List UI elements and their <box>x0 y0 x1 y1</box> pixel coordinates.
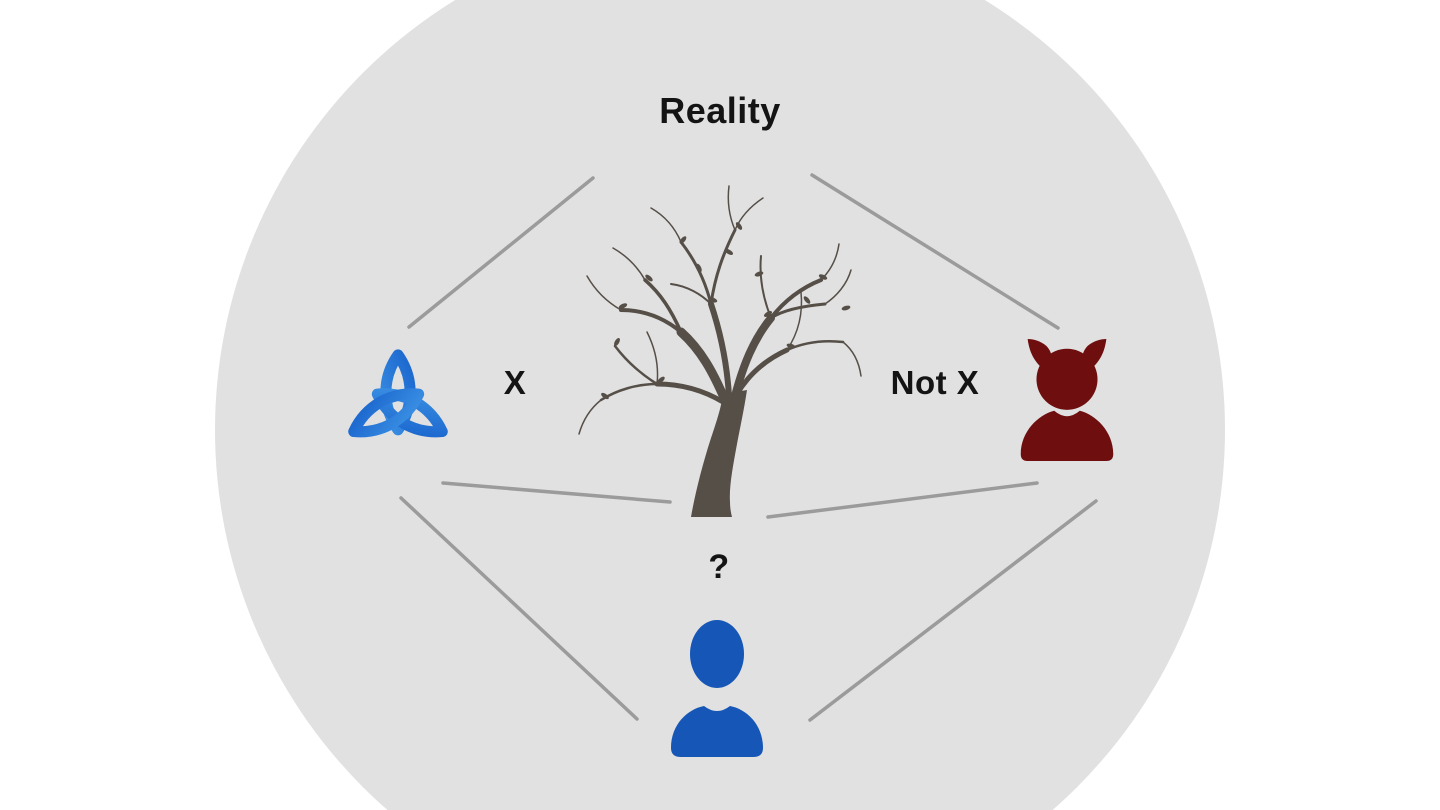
edge-reality-to-notx <box>810 173 1060 330</box>
tree-icon <box>563 182 863 517</box>
edge-tree-to-notx <box>766 481 1039 519</box>
edge-reality-to-x <box>407 176 595 329</box>
reality-label: Reality <box>659 90 781 131</box>
edge-x-to-tree <box>441 481 672 504</box>
devil-user-icon <box>1006 337 1128 461</box>
not-x-label: Not X <box>890 364 980 401</box>
person-icon <box>663 618 771 757</box>
edge-x-to-observer <box>399 496 639 721</box>
x-label: X <box>503 364 527 401</box>
question-mark-label: ? <box>708 548 730 586</box>
edge-notx-to-observer <box>808 499 1098 722</box>
triquetra-icon <box>334 343 462 469</box>
